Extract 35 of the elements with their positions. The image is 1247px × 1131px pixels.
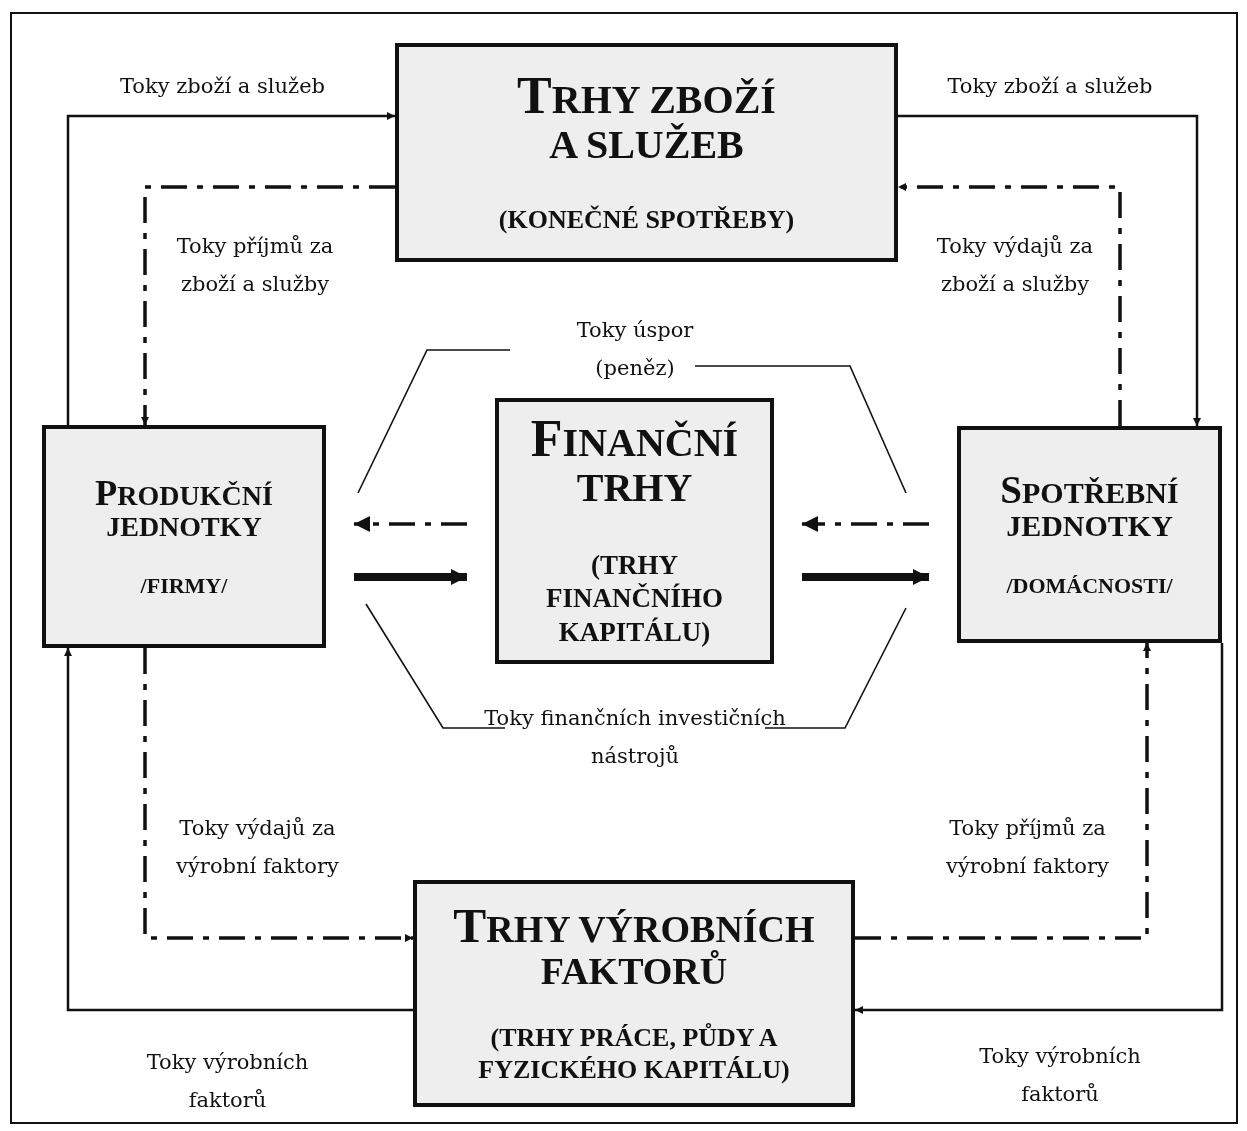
box-title: TRHY ZBOŽÍ A SLUŽEB (516, 68, 777, 166)
market-box (495, 398, 774, 664)
edge-label: Toky zboží a služeb (946, 73, 1154, 100)
box-title: PRODUKČNÍ JEDNOTKY (94, 473, 274, 542)
edge-label: Toky výdajů za výrobní faktory (175, 815, 340, 880)
dash-dot-arrow (855, 643, 1151, 940)
edge-label: Toky příjmů za výrobní faktory (945, 815, 1110, 880)
arrow (855, 643, 1224, 1014)
unit-box (957, 426, 1222, 643)
market-box (413, 880, 855, 1107)
box-subtitle: /DOMÁCNOSTI/ (1005, 571, 1174, 600)
edge-label: Toky výrobních faktorů (145, 1049, 310, 1114)
dash-dot-arrow (898, 183, 1122, 426)
dash-dot-arrow (141, 185, 395, 425)
edge-label: Toky výrobních faktorů (978, 1043, 1142, 1108)
box-subtitle: /FIRMY/ (139, 571, 229, 600)
arrow (66, 112, 395, 425)
flow-label: Toky finančních investičních nástrojů (483, 705, 787, 770)
box-title: TRHY VÝROBNÍCH FAKTORŮ (452, 900, 816, 992)
box-title: SPOTŘEBNÍ JEDNOTKY (999, 469, 1180, 542)
box-title: FINANČNÍ TRHY (529, 412, 740, 509)
market-box (395, 43, 898, 262)
box-subtitle: (KONEČNÉ SPOTŘEBY) (497, 203, 796, 236)
box-subtitle: (TRHY PRÁCE, PŮDY A FYZICKÉHO KAPITÁLU) (477, 1021, 791, 1087)
arrow (64, 648, 413, 1012)
unit-box (42, 425, 326, 648)
dash-dot-arrow (802, 516, 929, 532)
dash-dot-arrow (143, 648, 413, 942)
edge-label: Toky zboží a služeb (118, 73, 326, 100)
flow-label: Toky úspor (peněz) (575, 317, 695, 382)
arrow (898, 114, 1201, 426)
edge-label: Toky příjmů za zboží a služby (175, 233, 335, 298)
dash-dot-arrow (354, 516, 467, 532)
box-subtitle: (TRHY FINANČNÍHO KAPITÁLU) (545, 548, 724, 650)
edge-label: Toky výdajů za zboží a služby (935, 233, 1095, 298)
